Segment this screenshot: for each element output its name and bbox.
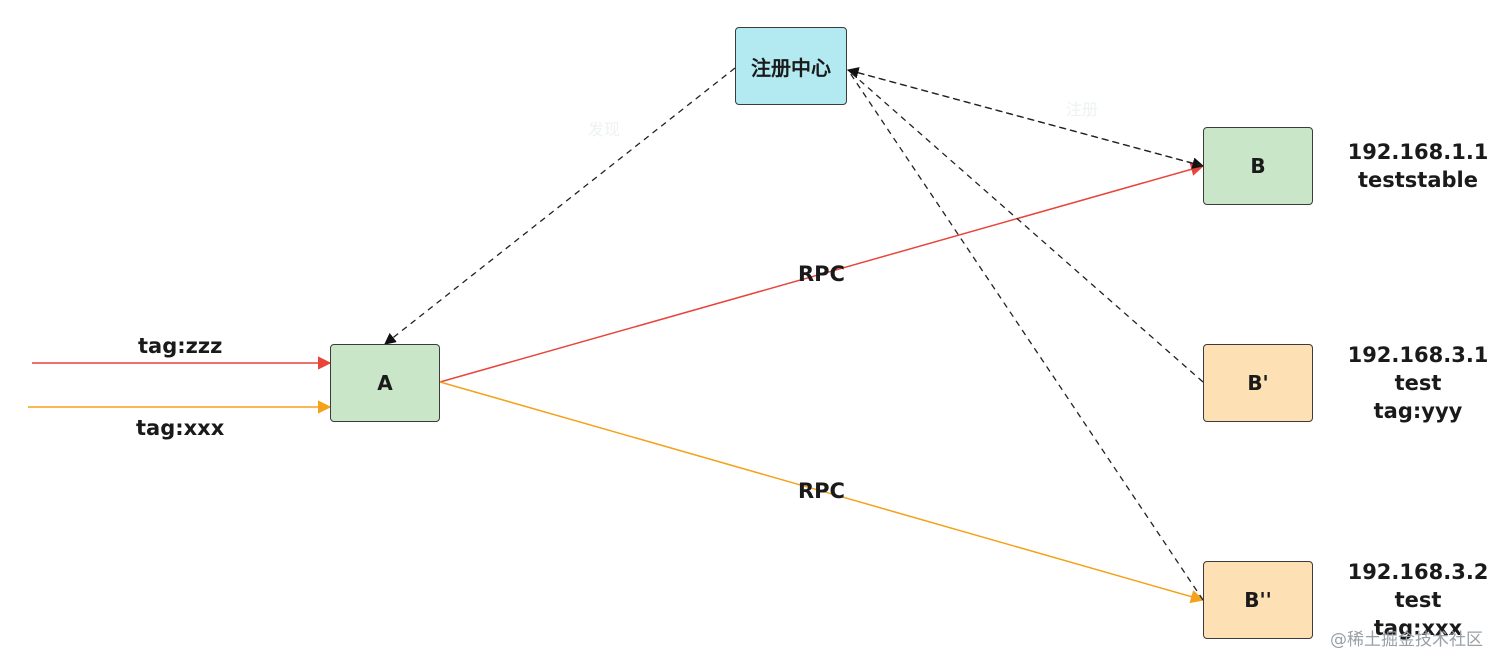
node-b-label: B [1250,154,1266,178]
host-b-ip: 192.168.1.1 [1347,140,1489,164]
host-b-double-prime-env: test [1394,588,1442,612]
node-b-prime: B' [1203,344,1313,422]
node-a-label: A [377,371,393,395]
node-b-prime-label: B' [1247,371,1269,395]
node-a: A [330,344,440,422]
register-edge-b-prime-to-registry [847,69,1204,383]
host-b-prime-tag: tag:yyy [1373,399,1463,423]
tag-zzz-label: tag:zzz [138,334,223,358]
host-b-prime-ip: 192.168.3.1 [1347,343,1489,367]
register-edge-b-double-prime-to-registry [847,69,1204,601]
discovery-faint-label: 发现 [588,120,621,139]
rpc-edge-a-to-b [439,162,1205,383]
host-b-double-prime-ip: 192.168.3.2 [1347,560,1489,584]
rpc-bottom-label: RPC [798,479,845,503]
host-info-b: 192.168.1.1 teststable [1338,138,1498,194]
register-faint-label: 注册 [1066,100,1099,119]
host-info-b-prime: 192.168.3.1 test tag:yyy [1338,341,1498,425]
host-info-b-double-prime: 192.168.3.2 test tag:xxx [1338,558,1498,642]
rpc-edge-a-to-b-double-prime [439,381,1205,604]
host-b-env: teststable [1357,168,1478,192]
rpc-top-label: RPC [798,262,845,286]
host-b-double-prime-tag: tag:xxx [1373,616,1463,640]
registry-node: 注册中心 [735,27,847,105]
discovery-edge-registry-to-a [384,67,736,345]
node-b: B [1203,127,1313,205]
registry-node-label: 注册中心 [751,55,831,80]
node-b-double-prime-label: B'' [1244,588,1272,612]
register-edge-b-to-registry [846,67,1204,167]
host-b-prime-env: test [1394,371,1442,395]
node-b-double-prime: B'' [1203,561,1313,639]
tag-xxx-label: tag:xxx [136,416,225,440]
watermark: @稀土掘金技术社区 [1330,630,1483,650]
